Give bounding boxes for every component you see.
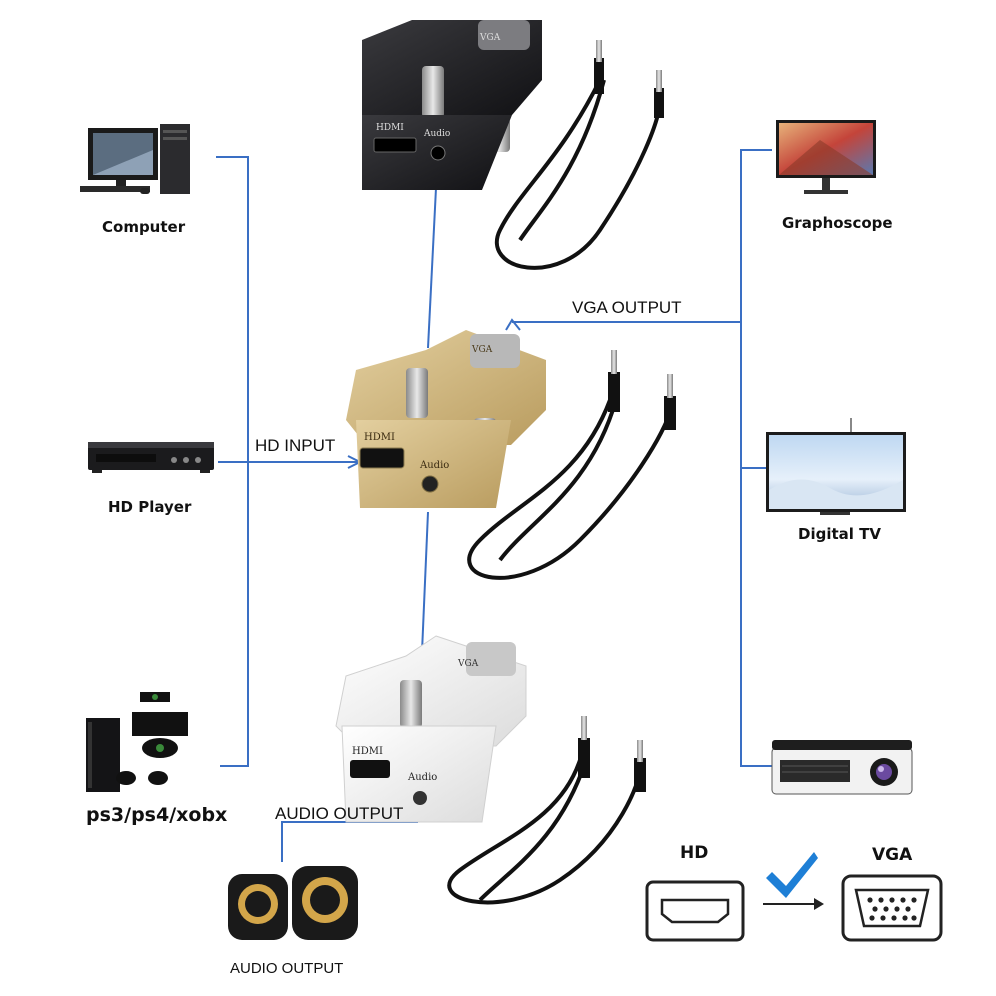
speakers-icon: [228, 866, 358, 940]
jack-2a: [608, 350, 620, 412]
arrow-right-icon: [763, 898, 824, 910]
svg-text:Audio: Audio: [423, 129, 450, 139]
audio-cable-2: [467, 399, 672, 580]
right-bus-line: [740, 149, 772, 767]
svg-text:Audio: Audio: [407, 772, 437, 783]
black-to-gold-line: [427, 187, 437, 349]
svg-text:VGA: VGA: [479, 33, 501, 43]
vga-port-icon: [841, 874, 943, 942]
legend-hd-label: HD: [680, 843, 709, 863]
game-consoles-icon: [86, 692, 188, 792]
digital-tv-icon: [766, 418, 906, 515]
computer-icon: [80, 124, 190, 194]
audio-output-line: [281, 821, 418, 862]
hdmi-port-icon: [645, 880, 745, 942]
svg-text:Audio: Audio: [419, 460, 449, 471]
jack-3a: [578, 716, 590, 778]
legend-vga-label: VGA: [872, 845, 913, 865]
computer-label: Computer: [102, 218, 186, 236]
audio-cable-1: [495, 79, 662, 270]
consoles-label: ps3/ps4/xobx: [86, 804, 228, 826]
audio-cable-3: [447, 759, 642, 905]
graphoscope-monitor-icon: [776, 120, 876, 194]
svg-text:HDMI: HDMI: [376, 123, 404, 133]
adapter-white: VGA HDMI Audio: [335, 635, 527, 823]
svg-text:HDMI: HDMI: [364, 432, 395, 443]
hd-player-label: HD Player: [108, 498, 192, 516]
svg-text:VGA: VGA: [471, 345, 493, 355]
gold-to-white-line: [421, 511, 429, 653]
vga-output-label: VGA OUTPUT: [572, 298, 682, 317]
jack-2b: [664, 374, 676, 430]
projector-icon: [771, 740, 913, 795]
jack-1a: [594, 40, 604, 94]
adapter-black: VGA HDMI Audio: [362, 20, 542, 190]
digital-tv-label: Digital TV: [798, 525, 881, 543]
jack-1b: [654, 70, 664, 118]
jack-3b: [634, 740, 646, 792]
vga-output-arrowhead: [505, 318, 521, 331]
svg-text:VGA: VGA: [457, 659, 479, 669]
checkmark-icon: [766, 852, 818, 898]
audio-output-connection-label: AUDIO OUTPUT: [275, 804, 404, 823]
hd-input-label: HD INPUT: [255, 436, 336, 455]
adapter-gold: VGA HDMI Audio: [346, 330, 546, 508]
svg-text:HDMI: HDMI: [352, 746, 383, 757]
connection-lines: [216, 149, 772, 862]
hd-player-icon: [88, 442, 214, 473]
speakers-label: AUDIO OUTPUT: [230, 960, 344, 977]
graphoscope-label: Graphoscope: [782, 214, 893, 232]
